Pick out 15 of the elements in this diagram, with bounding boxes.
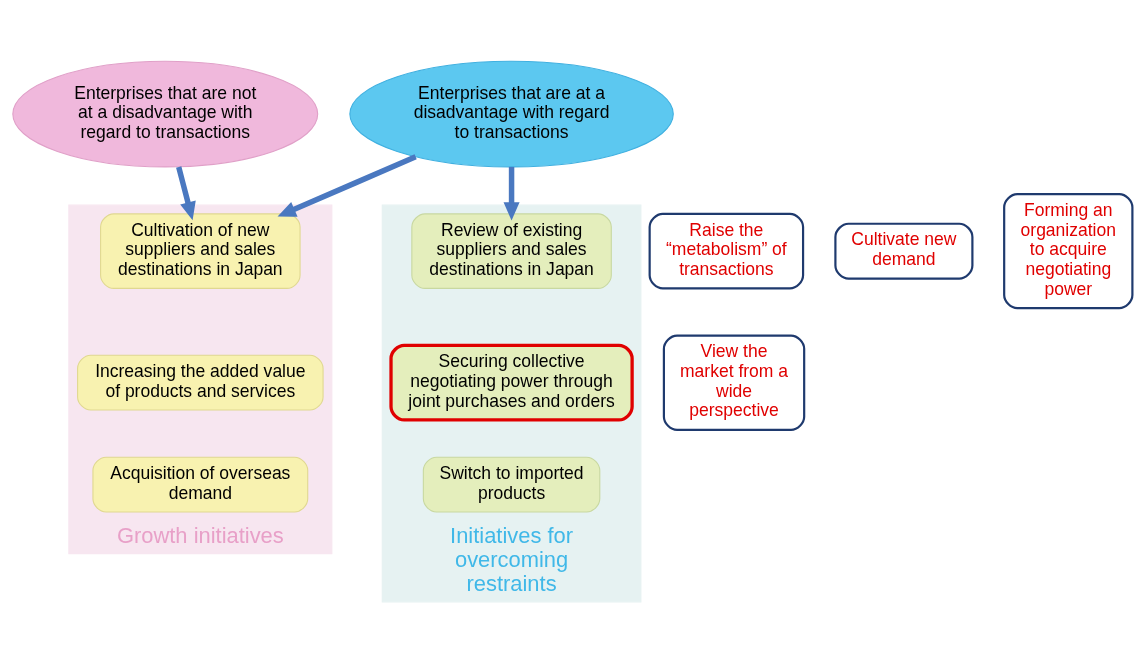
arrow [503,166,520,221]
node-box: Increasing the added value of products and services [77,354,324,411]
node-box: Raise the “metabolism” of transactions [648,212,805,290]
node-ellipse: Enterprises that are not at a disadvantage with regard to transactions [12,60,319,168]
node-box: Acquisition of overseas demand [92,456,309,513]
node-box: View the market from a wide perspective [662,334,806,431]
node-box: Securing collective negotiating power through joint purchases and orders [389,343,634,422]
arrow [277,154,417,217]
node-box: Forming an organization to acquire negotiating power [1003,193,1134,310]
node-ellipse: Enterprises that are at a disadvantage with regard to transactions [349,60,674,168]
node-box: Cultivation of new suppliers and sales destinations in Japan [100,213,301,289]
node-box: Cultivate new demand [834,222,974,280]
node-box: Switch to imported products [422,456,601,513]
node-box: Review of existing suppliers and sales destinations in Japan [411,213,612,289]
arrow [176,166,196,221]
